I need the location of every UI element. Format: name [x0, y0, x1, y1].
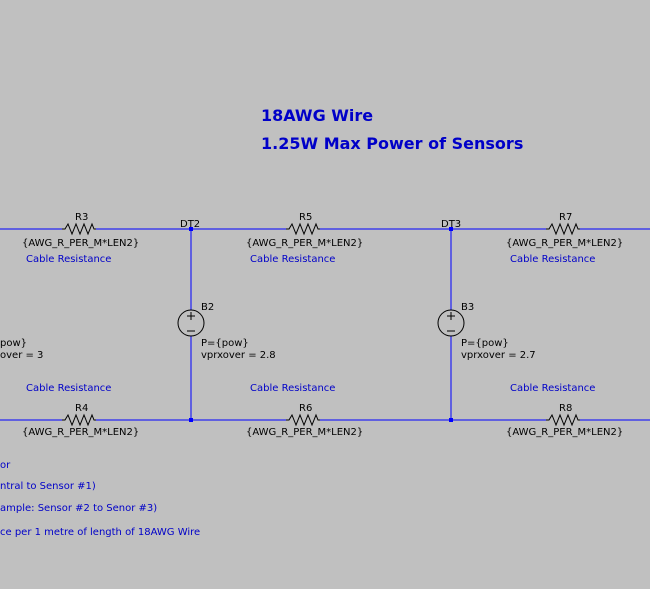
resistor-r4-symbol[interactable] — [62, 413, 96, 427]
source-b2-symbol[interactable] — [177, 309, 205, 337]
note-line-3: ample: Sensor #2 to Senor #3) — [0, 503, 157, 514]
resistor-r3-value: {AWG_R_PER_M*LEN2} — [22, 238, 139, 249]
resistor-r8-name: R8 — [559, 403, 572, 414]
resistor-r6-value: {AWG_R_PER_M*LEN2} — [246, 427, 363, 438]
source-partial-power: pow} — [0, 338, 27, 349]
resistor-r6-comment: Cable Resistance — [250, 383, 335, 394]
resistor-r7-name: R7 — [559, 212, 572, 223]
resistor-r8-comment: Cable Resistance — [510, 383, 595, 394]
resistor-r5-comment: Cable Resistance — [250, 254, 335, 265]
source-partial-vprxover: over = 3 — [0, 350, 43, 361]
source-b2-power: P={pow} — [201, 338, 249, 349]
note-line-2: ntral to Sensor #1) — [0, 481, 96, 492]
node-label-dt2: DT2 — [180, 219, 200, 230]
resistor-r6-name: R6 — [299, 403, 312, 414]
resistor-r7-value: {AWG_R_PER_M*LEN2} — [506, 238, 623, 249]
resistor-r6-symbol[interactable] — [286, 413, 320, 427]
resistor-r3-symbol[interactable] — [62, 222, 96, 236]
resistor-r8-value: {AWG_R_PER_M*LEN2} — [506, 427, 623, 438]
junction-dot — [189, 227, 193, 231]
resistor-r4-comment: Cable Resistance — [26, 383, 111, 394]
resistor-r4-name: R4 — [75, 403, 88, 414]
title-wire-gauge: 18AWG Wire — [261, 106, 373, 125]
resistor-r3-name: R3 — [75, 212, 88, 223]
junction-dot — [189, 418, 193, 422]
junction-dot — [449, 227, 453, 231]
resistor-r7-symbol[interactable] — [546, 222, 580, 236]
resistor-r7-comment: Cable Resistance — [510, 254, 595, 265]
source-b3-name: B3 — [461, 302, 474, 313]
source-b3-power: P={pow} — [461, 338, 509, 349]
note-line-1: or — [0, 460, 11, 471]
resistor-r5-symbol[interactable] — [286, 222, 320, 236]
resistor-r5-value: {AWG_R_PER_M*LEN2} — [246, 238, 363, 249]
source-b2-vprxover: vprxover = 2.8 — [201, 350, 276, 361]
source-b2-name: B2 — [201, 302, 214, 313]
resistor-r8-symbol[interactable] — [546, 413, 580, 427]
source-b3-symbol[interactable] — [437, 309, 465, 337]
note-line-4: ce per 1 metre of length of 18AWG Wire — [0, 527, 200, 538]
resistor-r4-value: {AWG_R_PER_M*LEN2} — [22, 427, 139, 438]
node-label-dt3: DT3 — [441, 219, 461, 230]
junction-dot — [449, 418, 453, 422]
title-max-power: 1.25W Max Power of Sensors — [261, 134, 523, 153]
source-b3-vprxover: vprxover = 2.7 — [461, 350, 536, 361]
resistor-r3-comment: Cable Resistance — [26, 254, 111, 265]
resistor-r5-name: R5 — [299, 212, 312, 223]
